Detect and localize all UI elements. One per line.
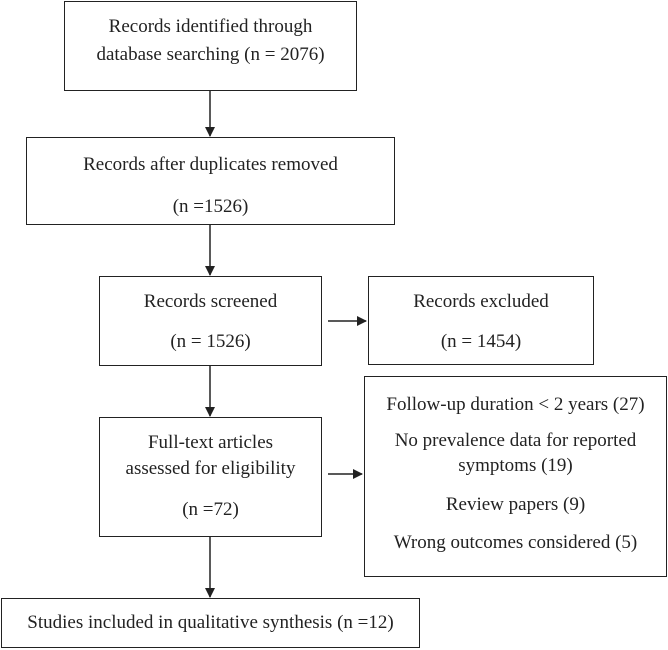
excluded-line1: Records excluded (413, 291, 549, 312)
after-duplicates-box: Records after duplicates removed (n =152… (26, 137, 395, 225)
after-duplicates-line1: Records after duplicates removed (83, 154, 338, 175)
fulltext-line2: assessed for eligibility (125, 458, 296, 479)
after-duplicates-count: (n =1526) (172, 196, 249, 217)
identified-records-line2: database searching (n = 2076) (96, 44, 325, 65)
identified-records-box: Records identified through database sear… (64, 1, 357, 91)
reason-review-papers: Review papers (9) (445, 494, 586, 515)
screened-line1: Records screened (143, 291, 278, 312)
excluded-count: (n = 1454) (440, 331, 522, 352)
fulltext-box: Full-text articles assessed for eligibil… (99, 417, 322, 537)
included-box: Studies included in qualitative synthesi… (1, 598, 420, 648)
reason-no-prevalence-line2: symptoms (19) (458, 455, 573, 476)
included-line1: Studies included in qualitative synthesi… (27, 612, 394, 633)
excluded-box: Records excluded (n = 1454) (368, 276, 594, 365)
exclusion-reasons-box: Follow-up duration < 2 years (27) No pre… (364, 376, 667, 577)
fulltext-count: (n =72) (182, 499, 239, 520)
reason-follow-up: Follow-up duration < 2 years (27) (386, 394, 645, 415)
reason-no-prevalence-line1: No prevalence data for reported (394, 430, 637, 451)
screened-box: Records screened (n = 1526) (99, 276, 322, 366)
fulltext-line1: Full-text articles (147, 432, 274, 453)
reason-wrong-outcomes: Wrong outcomes considered (5) (393, 532, 638, 553)
screened-count: (n = 1526) (170, 331, 251, 352)
identified-records-line1: Records identified through (108, 16, 313, 37)
